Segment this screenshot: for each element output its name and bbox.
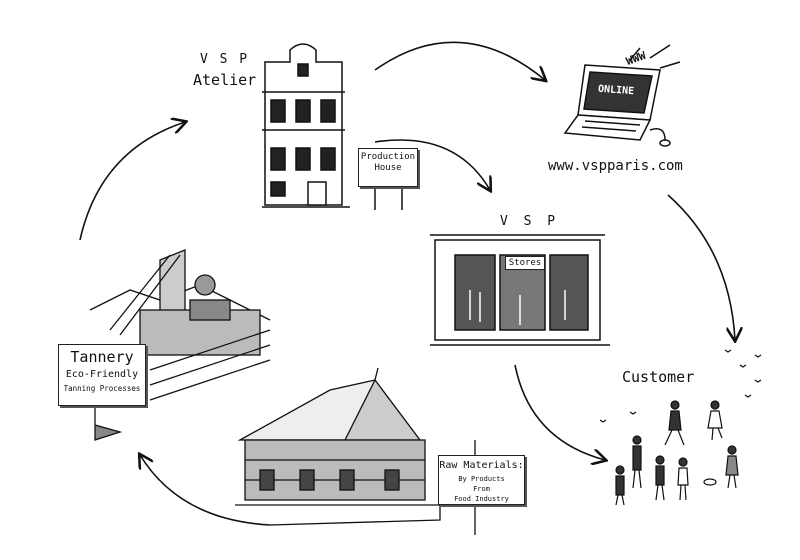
- tannery-factory-illustration: [89, 249, 271, 441]
- person: [655, 455, 665, 501]
- person: [725, 445, 739, 489]
- arrow-stores-to-customer: [514, 364, 605, 460]
- tannery-title: Tannery: [70, 348, 134, 366]
- arrow-production-to-stores: [374, 139, 490, 190]
- arrow-atelier-to-online: [374, 41, 545, 80]
- tannery-sign: Tannery Eco-Friendly Tanning Processes: [58, 344, 146, 406]
- arrow-raw-to-tannery: [140, 455, 271, 526]
- store-front-illustration: [430, 234, 610, 346]
- birds: [599, 349, 762, 423]
- stores-sign: Stores: [505, 256, 545, 270]
- arrow-online-to-customer: [667, 194, 735, 340]
- atelier-building-illustration: [262, 43, 403, 210]
- raw-materials-sign: Raw Materials: By Products From Food Ind…: [438, 455, 525, 505]
- customer-label: Customer: [622, 368, 695, 386]
- atelier-label: Atelier: [193, 71, 257, 89]
- arrow-tannery-to-atelier: [79, 122, 185, 241]
- raw-line3: Food Industry: [454, 495, 509, 503]
- stores-brand: V S P: [500, 214, 560, 229]
- production-house-sign: Production House: [358, 148, 418, 187]
- person: [677, 457, 689, 501]
- raw-line1: By Products: [458, 475, 505, 483]
- person: [707, 400, 723, 441]
- person: [664, 400, 685, 446]
- tannery-line2: Tanning Processes: [63, 384, 141, 393]
- person: [615, 465, 625, 506]
- person: [632, 435, 642, 489]
- dog: [703, 478, 717, 486]
- website-url: www.vspparis.com: [548, 158, 683, 174]
- tannery-line1: Eco-Friendly: [65, 369, 139, 380]
- atelier-brand: V S P: [200, 52, 250, 67]
- raw-title: Raw Materials:: [439, 460, 524, 471]
- farmhouse-illustration: [235, 367, 476, 535]
- raw-line2: From: [473, 485, 490, 493]
- laptop-illustration: [563, 44, 681, 147]
- customers-illustration: [599, 349, 762, 506]
